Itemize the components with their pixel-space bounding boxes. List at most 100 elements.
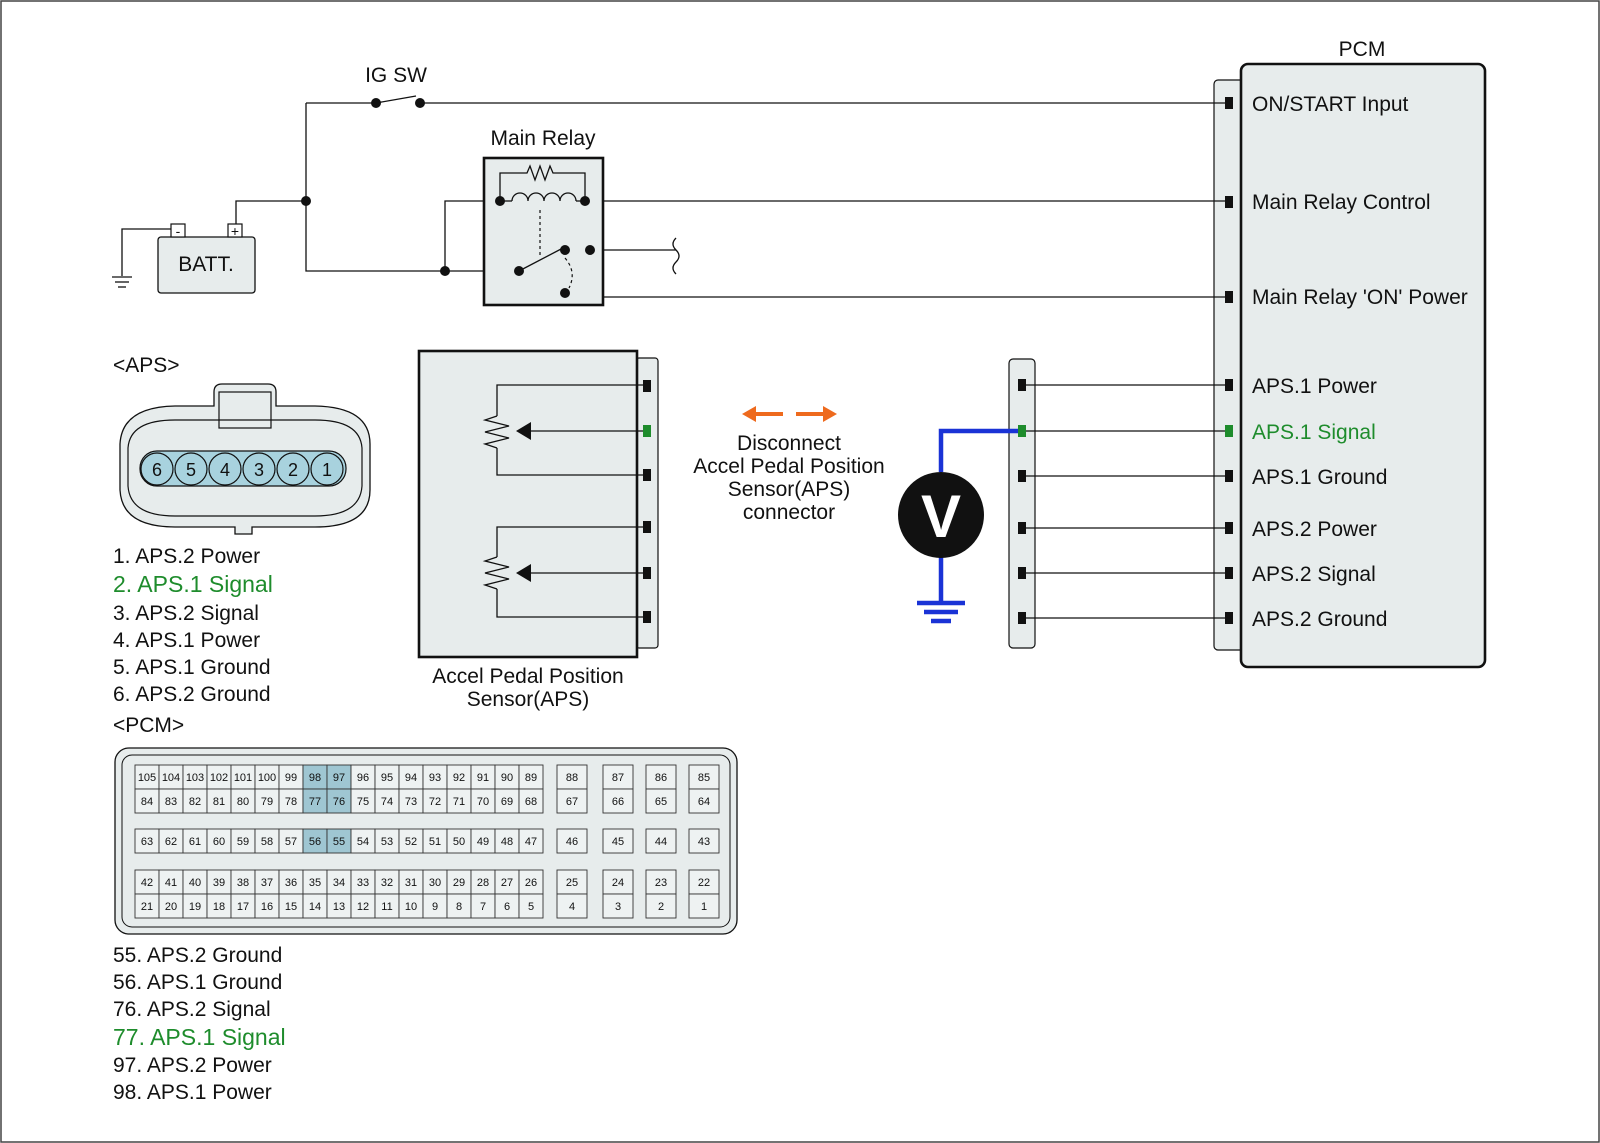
pcm-pin-number: 17 — [237, 901, 249, 913]
pcm-pin-91 — [470, 764, 496, 790]
pcm-legend-item: 76. APS.2 Signal — [113, 998, 271, 1021]
pcm-pin-83 — [158, 788, 184, 814]
aps-legend-item-signal: 2. APS.1 Signal — [113, 571, 273, 597]
disconnect-note-line: connector — [743, 501, 835, 524]
aps-pin-1 — [310, 452, 344, 486]
aps-legend-item: 1. APS.2 Power — [113, 545, 260, 568]
disconnect-arrows — [742, 406, 837, 422]
aps-pin-number: 4 — [220, 460, 230, 480]
pcm-pin-number: 95 — [381, 772, 393, 784]
pcm-pin-59 — [230, 828, 256, 854]
pcm-pin-number: 79 — [261, 796, 273, 808]
pcm-pin-57 — [278, 828, 304, 854]
pcm-pin-main-relay-control — [1225, 196, 1233, 208]
pcm-pin-72 — [422, 788, 448, 814]
disconnect-note-line: Sensor(APS) — [728, 478, 851, 501]
pcm-pin-56 — [302, 828, 328, 854]
aps-pin-number: 3 — [254, 460, 264, 480]
pcm-pin-number: 61 — [189, 836, 201, 848]
pcm-pin-number: 63 — [141, 836, 153, 848]
pcm-pin-78 — [278, 788, 304, 814]
pcm-pin-number: 69 — [501, 796, 513, 808]
disconnect-note: Disconnect Accel Pedal Position Sensor(A… — [693, 432, 884, 524]
pcm-pin-number: 100 — [258, 772, 276, 784]
aps-pin-3 — [242, 452, 276, 486]
pcm-pin-number: 56 — [309, 836, 321, 848]
pcm-pin-number: 70 — [477, 796, 489, 808]
pcm-terminal-label: APS.2 Power — [1252, 518, 1377, 541]
pcm-pin-number: 47 — [525, 836, 537, 848]
pcm-pin-26 — [518, 869, 544, 895]
main-relay-label: Main Relay — [490, 127, 596, 150]
pcm-pin-number: 16 — [261, 901, 273, 913]
pcm-pin-number: 80 — [237, 796, 249, 808]
pcm-pin-number: 87 — [612, 772, 624, 784]
pcm-pin-number: 32 — [381, 877, 393, 889]
pcm-terminal-label: APS.1 Ground — [1252, 466, 1387, 489]
pcm-pin-number: 12 — [357, 901, 369, 913]
pcm-pin-number: 23 — [655, 877, 667, 889]
pcm-pin-19 — [182, 893, 208, 919]
ig-switch-label: IG SW — [365, 64, 427, 87]
pcm-pin-aps2-ground — [1225, 612, 1233, 624]
aps-pin-4 — [208, 452, 242, 486]
pcm-pin-36 — [278, 869, 304, 895]
pcm-terminal-label: Main Relay Control — [1252, 191, 1431, 214]
pcm-pin-86 — [645, 764, 677, 790]
pcm-pin-105 — [134, 764, 160, 790]
pcm-legend-item: 56. APS.1 Ground — [113, 971, 282, 994]
pcm-pin-101 — [230, 764, 256, 790]
pcm-terminal-labels: ON/START Input Main Relay Control Main R… — [1252, 93, 1468, 631]
pcm-pin-2 — [645, 893, 677, 919]
pcm-pin-21 — [134, 893, 160, 919]
pcm-pin-55 — [326, 828, 352, 854]
pcm-title: PCM — [1339, 38, 1386, 61]
pcm-pin-number: 25 — [566, 877, 578, 889]
main-relay: Main Relay — [482, 127, 605, 307]
pcm-legend-item: 97. APS.2 Power — [113, 1054, 272, 1077]
pcm-pin-64 — [688, 788, 720, 814]
pcm-pin-1 — [688, 893, 720, 919]
pcm-pin-number: 34 — [333, 877, 345, 889]
pcm-pin-71 — [446, 788, 472, 814]
pcm-pin-number: 10 — [405, 901, 417, 913]
pcm-terminal-label: APS.2 Signal — [1252, 563, 1376, 586]
pcm-pin-number: 97 — [333, 772, 345, 784]
pcm-pin-96 — [350, 764, 376, 790]
pcm-pin-number: 77 — [309, 796, 321, 808]
pcm-pin-47 — [518, 828, 544, 854]
pcm-pin-number: 94 — [405, 772, 417, 784]
pcm-pin-number: 33 — [357, 877, 369, 889]
pcm-pin-number: 65 — [655, 796, 667, 808]
pcm-terminal-pins — [1225, 97, 1233, 624]
pcm-pin-number: 7 — [480, 901, 486, 913]
pcm-pin-48 — [494, 828, 520, 854]
pcm-pin-number: 74 — [381, 796, 393, 808]
pcm-pin-number: 52 — [405, 836, 417, 848]
pcm-pin-42 — [134, 869, 160, 895]
pcm-pin-90 — [494, 764, 520, 790]
pcm-pin-number: 81 — [213, 796, 225, 808]
pcm-pin-65 — [645, 788, 677, 814]
battery-label: BATT. — [178, 253, 234, 276]
pcm-pin-number: 103 — [186, 772, 204, 784]
pcm-pin-number: 57 — [285, 836, 297, 848]
pcm-pin-75 — [350, 788, 376, 814]
pcm-pin-legend: 55. APS.2 Ground 56. APS.1 Ground 76. AP… — [113, 944, 286, 1104]
pcm-pin-number: 90 — [501, 772, 513, 784]
aps-connector-title: <APS> — [113, 354, 180, 377]
pcm-pin-number: 76 — [333, 796, 345, 808]
pcm-pin-4 — [556, 893, 588, 919]
aps-pin-number: 6 — [152, 460, 162, 480]
pcm-pin-number: 27 — [501, 877, 513, 889]
pcm-pin-102 — [206, 764, 232, 790]
aps-pin-number: 1 — [322, 460, 332, 480]
pcm-pin-number: 71 — [453, 796, 465, 808]
pcm-pin-number: 9 — [432, 901, 438, 913]
disconnect-note-line: Accel Pedal Position — [693, 455, 884, 478]
pcm-pin-8 — [446, 893, 472, 919]
pcm-pin-number: 28 — [477, 877, 489, 889]
pcm-connector-title: <PCM> — [113, 714, 184, 737]
